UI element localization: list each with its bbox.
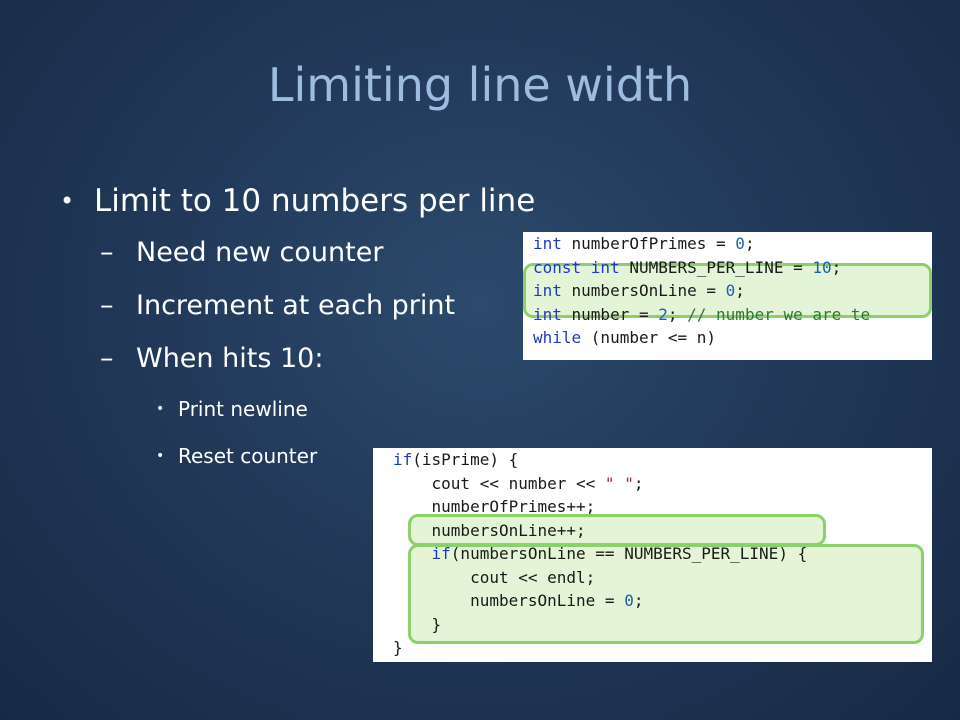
- code-token: ;: [633, 591, 644, 610]
- code-token: (numbersOnLine == NUMBERS_PER_LINE) {: [450, 544, 808, 563]
- code-token: 0: [735, 234, 745, 253]
- code-token: ;: [633, 473, 644, 493]
- code-token: (number <= n): [590, 328, 717, 347]
- code-line: int numbersOnLine = 0;: [533, 281, 745, 300]
- code-line: const int NUMBERS_PER_LINE = 10;: [533, 258, 841, 277]
- code-line: }: [393, 638, 403, 657]
- code-line: }: [393, 614, 442, 634]
- code-token: const int: [533, 257, 630, 277]
- bullet-dot-icon: •: [156, 401, 165, 417]
- code-token: numbersOnLine =: [571, 281, 726, 300]
- code-token: ;: [744, 234, 755, 253]
- dash-icon: –: [100, 290, 114, 321]
- sub-sub-bullet: • Reset counter: [58, 434, 658, 481]
- code-token: int: [533, 304, 572, 324]
- code-token: number =: [571, 304, 659, 324]
- code-token: int: [533, 281, 572, 300]
- code-token: int: [533, 234, 572, 253]
- sub-bullet: – Increment at each print: [58, 281, 658, 334]
- code-token: numbersOnLine =: [393, 591, 625, 610]
- code-token: ;: [831, 257, 842, 277]
- code-line: numbersOnLine++;: [393, 521, 586, 540]
- sub-sub-bullet-text: Reset counter: [178, 444, 318, 468]
- highlight-declarations: [523, 263, 932, 318]
- sub-bullet-text: Need new counter: [136, 237, 384, 268]
- code-snippet-declarations: int numberOfPrimes = 0;const int NUMBERS…: [523, 232, 932, 360]
- code-line: int numberOfPrimes = 0;: [533, 234, 755, 253]
- sub-bullet: – Need new counter: [58, 228, 658, 281]
- code-line: if(isPrime) {: [393, 450, 518, 469]
- code-token: [393, 544, 432, 563]
- code-snippet-loop-body: if(isPrime) { cout << number << " "; num…: [373, 448, 932, 662]
- bullet-list: • Limit to 10 numbers per line – Need ne…: [58, 178, 658, 481]
- code-token: numberOfPrimes++;: [393, 497, 596, 516]
- code-line: numbersOnLine = 0;: [393, 591, 643, 610]
- code-token: ;: [667, 304, 688, 324]
- bullet-main: • Limit to 10 numbers per line: [58, 178, 658, 228]
- code-token: (isPrime) {: [412, 450, 519, 469]
- code-token: 0: [624, 591, 634, 610]
- code-token: 0: [725, 281, 736, 300]
- slide-title: Limiting line width: [267, 58, 693, 112]
- dash-icon: –: [100, 237, 114, 268]
- bullet-dot-icon: •: [60, 187, 75, 215]
- code-line: cout << endl;: [393, 568, 595, 587]
- code-token: 10: [812, 257, 832, 277]
- code-token: cout << endl;: [393, 567, 596, 587]
- bullet-main-text: Limit to 10 numbers per line: [94, 183, 536, 219]
- highlight-if-block: [408, 544, 924, 644]
- code-line: if(numbersOnLine == NUMBERS_PER_LINE) {: [393, 544, 808, 563]
- code-line: int number = 2; // number we are te: [533, 305, 870, 324]
- dash-icon: –: [100, 343, 114, 374]
- sub-bullet: – When hits 10:: [58, 334, 658, 387]
- code-token: ;: [735, 281, 745, 300]
- sub-sub-bullet: • Print newline: [58, 387, 658, 434]
- code-token: " ": [604, 473, 634, 493]
- code-line: numberOfPrimes++;: [393, 497, 596, 516]
- sub-bullet-text: Increment at each print: [136, 290, 456, 321]
- sub-bullet-text: When hits 10:: [136, 343, 324, 374]
- code-token: // number we are te: [687, 304, 871, 324]
- code-token: }: [393, 614, 442, 634]
- code-line: while (number <= n): [533, 328, 716, 347]
- bullet-dot-icon: •: [156, 448, 165, 464]
- sub-sub-bullet-text: Print newline: [178, 397, 308, 421]
- code-token: numberOfPrimes =: [571, 234, 736, 253]
- code-line: cout << number << " ";: [393, 473, 644, 493]
- code-token: if: [393, 450, 413, 469]
- code-token: 2: [658, 304, 668, 324]
- code-token: }: [393, 638, 403, 657]
- code-token: if: [431, 544, 451, 563]
- code-token: NUMBERS_PER_LINE =: [629, 257, 813, 277]
- code-token: cout << number <<: [393, 473, 605, 493]
- code-token: numbersOnLine++;: [393, 520, 586, 540]
- code-token: while: [533, 328, 591, 347]
